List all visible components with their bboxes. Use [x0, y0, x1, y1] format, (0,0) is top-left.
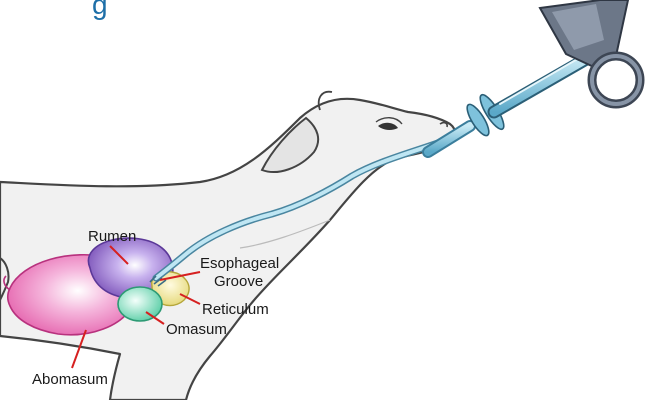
label-esophageal-line1: Esophageal	[200, 255, 279, 272]
label-rumen: Rumen	[88, 228, 136, 245]
label-reticulum: Reticulum	[202, 301, 269, 318]
omasum-organ	[118, 287, 162, 321]
feeder-probe-shine	[500, 54, 586, 104]
feeder-hanging-ring-inner	[592, 56, 640, 104]
title-fragment: g	[92, 0, 108, 20]
label-abomasum: Abomasum	[32, 371, 108, 388]
calf-body	[0, 99, 455, 400]
label-esophageal-line2: Groove	[214, 273, 263, 290]
label-omasum: Omasum	[166, 321, 227, 338]
feeder-probe-shaft-fill	[494, 58, 588, 112]
